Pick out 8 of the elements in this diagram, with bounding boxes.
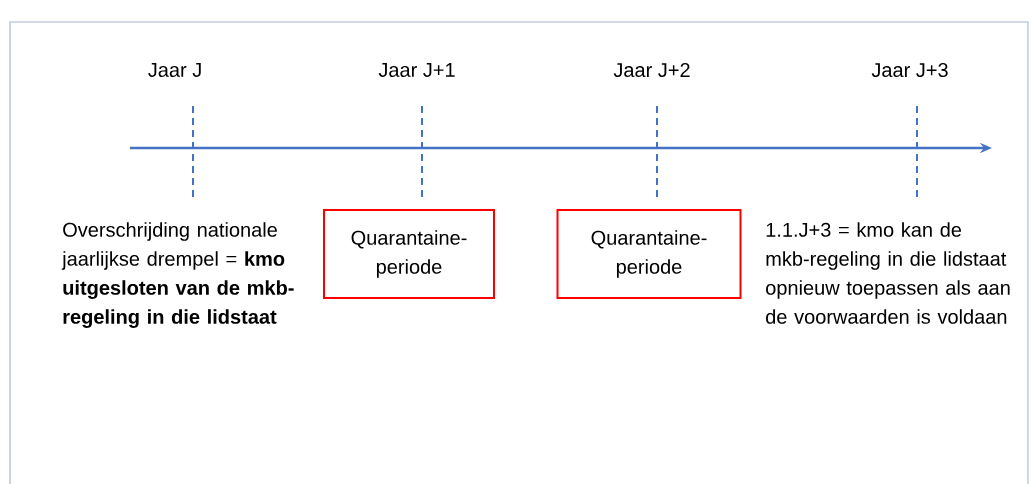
- year-label: Jaar J: [148, 63, 201, 77]
- quarantine-box: Quarantaine- periode: [556, 209, 742, 299]
- note-text: Overschrijding nationale jaarlijkse drempel = kmo uitgesloten van de mkb-regeling in die lidstaat: [61, 222, 294, 328]
- year-label: Jaar J+3: [871, 62, 948, 78]
- note-text: 1.1.J+3 = kmo kan de mkb-regeling in die lidstaat opnieuw toepassen als aan de voorwaarden is voldaan: [766, 222, 1010, 324]
- year-label: Jaar J+1: [378, 63, 455, 77]
- year-label: Jaar J+2: [613, 62, 690, 78]
- quarantine-box: Quarantaine- periode: [323, 209, 495, 299]
